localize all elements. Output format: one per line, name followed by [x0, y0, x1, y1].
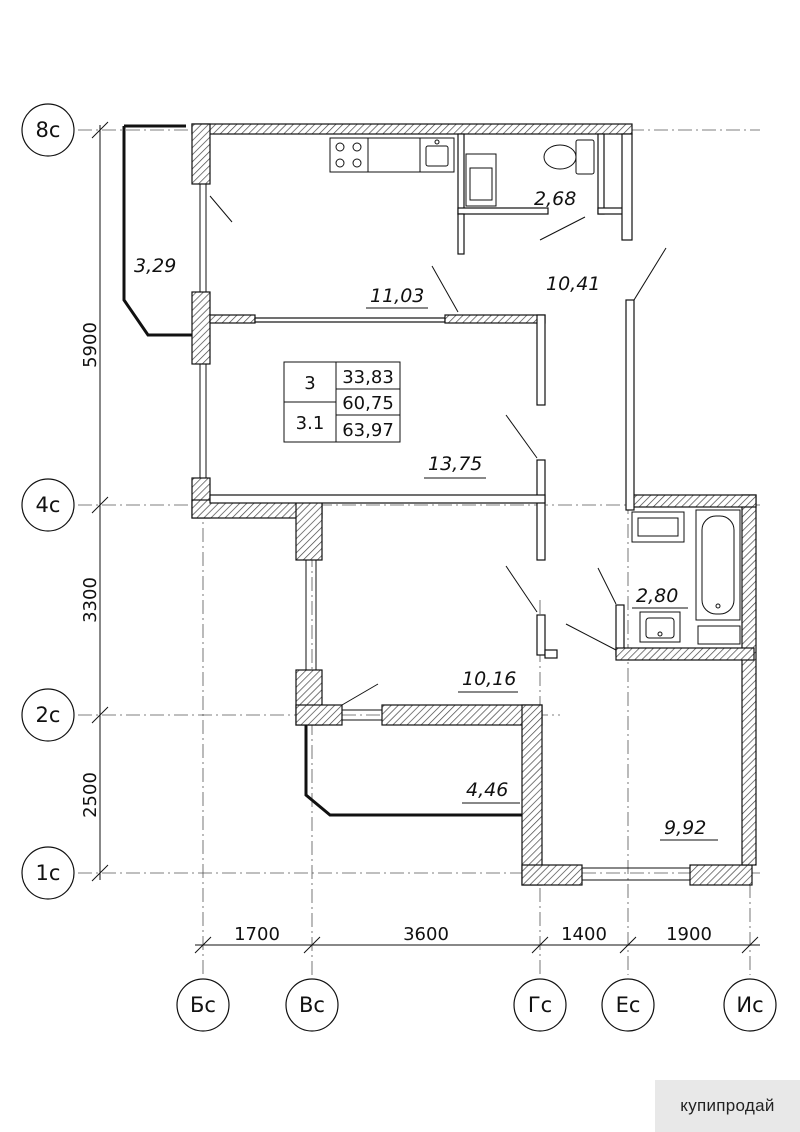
- dim-label-1700: 1700: [234, 924, 280, 945]
- axis-bubble-gc: Гс: [513, 978, 567, 1032]
- toilet-icon: [543, 139, 595, 175]
- info-area-with-loggia: 63,97: [342, 420, 394, 441]
- area-info-table: 3 3.1 33,83 60,75 63,97: [283, 361, 401, 443]
- windows: [199, 184, 690, 881]
- room-area-hall: 10,41: [546, 273, 600, 295]
- washing-machine-icon: [465, 153, 497, 207]
- axis-bubble-4c: 4с: [21, 478, 75, 532]
- room-area-right: 9,92: [664, 817, 706, 839]
- room-area-bath: 2,80: [636, 585, 678, 607]
- bath-sink-icon: [639, 611, 681, 643]
- dim-label-5900: 5900: [80, 322, 101, 368]
- axis-bubble-ic: Ис: [723, 978, 777, 1032]
- room-area-loggia-top: 3,29: [134, 255, 176, 277]
- axis-bubble-vc: Вс: [285, 978, 339, 1032]
- svg-text:Бс: Бс: [190, 993, 216, 1017]
- axis-bubble-1c: 1с: [21, 846, 75, 900]
- info-rooms-count: 3: [304, 373, 315, 394]
- dimension-lines: [91, 121, 760, 954]
- watermark-badge: купипродай: [655, 1080, 800, 1132]
- bathtub-icon: [695, 509, 741, 621]
- room-area-wc: 2,68: [534, 188, 576, 210]
- svg-text:2с: 2с: [36, 703, 61, 727]
- axis-grid: [78, 129, 760, 975]
- svg-text:4с: 4с: [36, 493, 61, 517]
- info-variant: 3.1: [296, 413, 325, 434]
- axis-bubble-8c: 8с: [21, 103, 75, 157]
- svg-text:Ес: Ес: [616, 993, 641, 1017]
- kitchen-counter: [367, 137, 421, 173]
- svg-text:Гс: Гс: [528, 993, 552, 1017]
- room-area-mid: 10,16: [462, 668, 516, 690]
- dim-label-2500: 2500: [80, 772, 101, 818]
- room-area-big: 13,75: [428, 453, 482, 475]
- bath-washer-icon: [631, 511, 685, 543]
- svg-text:Ис: Ис: [736, 993, 763, 1017]
- dim-label-3300: 3300: [80, 577, 101, 623]
- info-living-area: 33,83: [342, 367, 394, 388]
- axis-bubble-2c: 2с: [21, 688, 75, 742]
- door-swings: [209, 195, 667, 706]
- axis-bubble-bc: Бс: [176, 978, 230, 1032]
- loggia-outlines: [122, 124, 522, 817]
- dim-label-3600: 3600: [403, 924, 449, 945]
- room-area-kitchen: 11,03: [370, 285, 424, 307]
- kitchen-sink-icon: [419, 137, 455, 173]
- bath-cabinet: [697, 625, 741, 645]
- dim-label-1400: 1400: [561, 924, 607, 945]
- svg-text:8с: 8с: [36, 118, 61, 142]
- exterior-walls: [191, 123, 757, 886]
- kitchen-stove-icon: [329, 137, 369, 173]
- room-area-loggia-bottom: 4,46: [466, 779, 508, 801]
- axis-bubble-ec: Ес: [601, 978, 655, 1032]
- dim-label-1900: 1900: [666, 924, 712, 945]
- svg-text:1с: 1с: [36, 861, 61, 885]
- interior-partitions: [209, 133, 755, 661]
- svg-text:Вс: Вс: [299, 993, 325, 1017]
- info-total-area: 60,75: [342, 393, 394, 414]
